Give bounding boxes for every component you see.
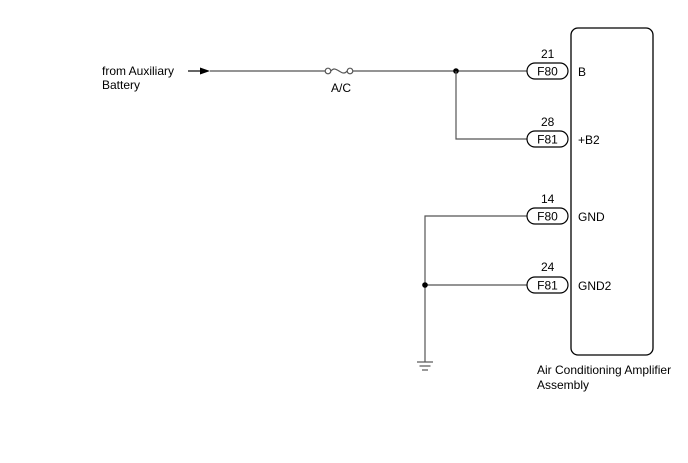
source-label-line1: from Auxiliary — [102, 64, 174, 78]
connector-row: 14 F80 GND — [526, 192, 605, 225]
connector-tag — [526, 207, 569, 225]
pin-number: 28 — [541, 115, 555, 129]
pin-number: 21 — [541, 47, 555, 61]
wire-branch-b2 — [455, 71, 527, 140]
terminal-label: +B2 — [578, 133, 600, 147]
terminal-label: GND — [578, 210, 605, 224]
connector-tag — [526, 62, 569, 80]
arrow-icon — [188, 67, 210, 75]
connector-row: 28 F81 +B2 — [526, 115, 600, 148]
junction-dot-bottom — [422, 282, 428, 288]
terminal-label: B — [578, 65, 586, 79]
ground-icon — [417, 361, 433, 371]
connector-code: F81 — [537, 133, 558, 147]
pin-number: 24 — [541, 260, 555, 274]
connector-code: F80 — [537, 210, 558, 224]
connector-tag — [526, 130, 569, 148]
component-label-line1: Air Conditioning Amplifier — [537, 363, 671, 377]
pin-number: 14 — [541, 192, 555, 206]
wire-ground-gnd — [424, 215, 527, 362]
connector-code: F81 — [537, 279, 558, 293]
connector-row: 21 F80 B — [526, 47, 586, 80]
fuse-label: A/C — [331, 81, 351, 95]
source-label-line2: Battery — [102, 78, 140, 92]
component-label-line2: Assembly — [537, 378, 589, 392]
connector-row: 24 F81 GND2 — [526, 260, 612, 294]
connector-code: F80 — [537, 65, 558, 79]
terminal-label: GND2 — [578, 279, 612, 293]
connector-tag — [526, 276, 569, 294]
fuse-icon — [324, 67, 354, 75]
component-box — [570, 27, 654, 356]
